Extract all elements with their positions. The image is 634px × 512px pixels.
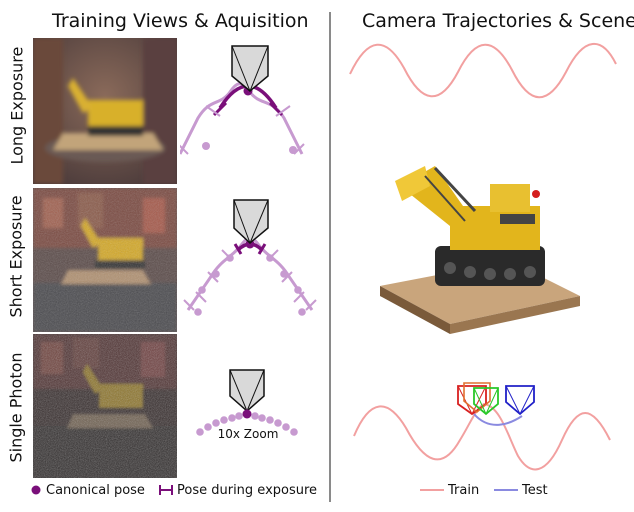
single-photon-image	[33, 334, 177, 478]
camera-trajectories	[349, 43, 617, 471]
camera-icon	[231, 45, 269, 92]
exposure-pose-legend-marker	[159, 485, 173, 495]
bulldozer-scene	[380, 166, 580, 334]
row-label-long-exposure: Long Exposure	[7, 46, 27, 165]
row-label-short-exposure: Short Exposure	[6, 195, 26, 318]
row-label-single-photon: Single Photon	[6, 352, 26, 463]
panel-divider	[329, 12, 331, 502]
exposure-trajectory-1	[180, 82, 304, 155]
short-exposure-diagram	[183, 199, 317, 316]
train-camera-green	[473, 387, 499, 416]
exposure-trajectory-2	[186, 236, 314, 311]
test-legend-line	[494, 489, 518, 491]
short-exposure-image	[33, 188, 177, 332]
test-legend-label: Test	[522, 483, 548, 498]
train-camera-orange	[463, 382, 491, 414]
long-exposure-diagram	[180, 45, 305, 155]
canonical-pose-legend-marker	[31, 485, 41, 495]
camera-icon	[229, 369, 265, 413]
camera-icon	[233, 199, 269, 245]
train-legend-line	[420, 489, 444, 491]
long-exposure-image	[33, 38, 177, 184]
test-camera	[505, 385, 535, 416]
single-photon-diagram: 10x Zoom	[196, 369, 298, 441]
train-trajectory-bottom	[353, 402, 611, 471]
acquisition-diagrams: 10x Zoom	[180, 45, 317, 441]
train-trajectory-top	[349, 43, 617, 99]
canonical-pose-legend: Canonical pose	[46, 483, 145, 498]
exposure-pose-legend: Pose during exposure	[177, 483, 318, 498]
train-legend-label: Train	[448, 483, 480, 498]
test-trajectory	[473, 413, 523, 426]
zoom-label: 10x Zoom	[218, 427, 279, 441]
left-title: Training Views & Aquisition	[52, 10, 309, 32]
right-title: Camera Trajectories & Scene	[362, 10, 634, 32]
